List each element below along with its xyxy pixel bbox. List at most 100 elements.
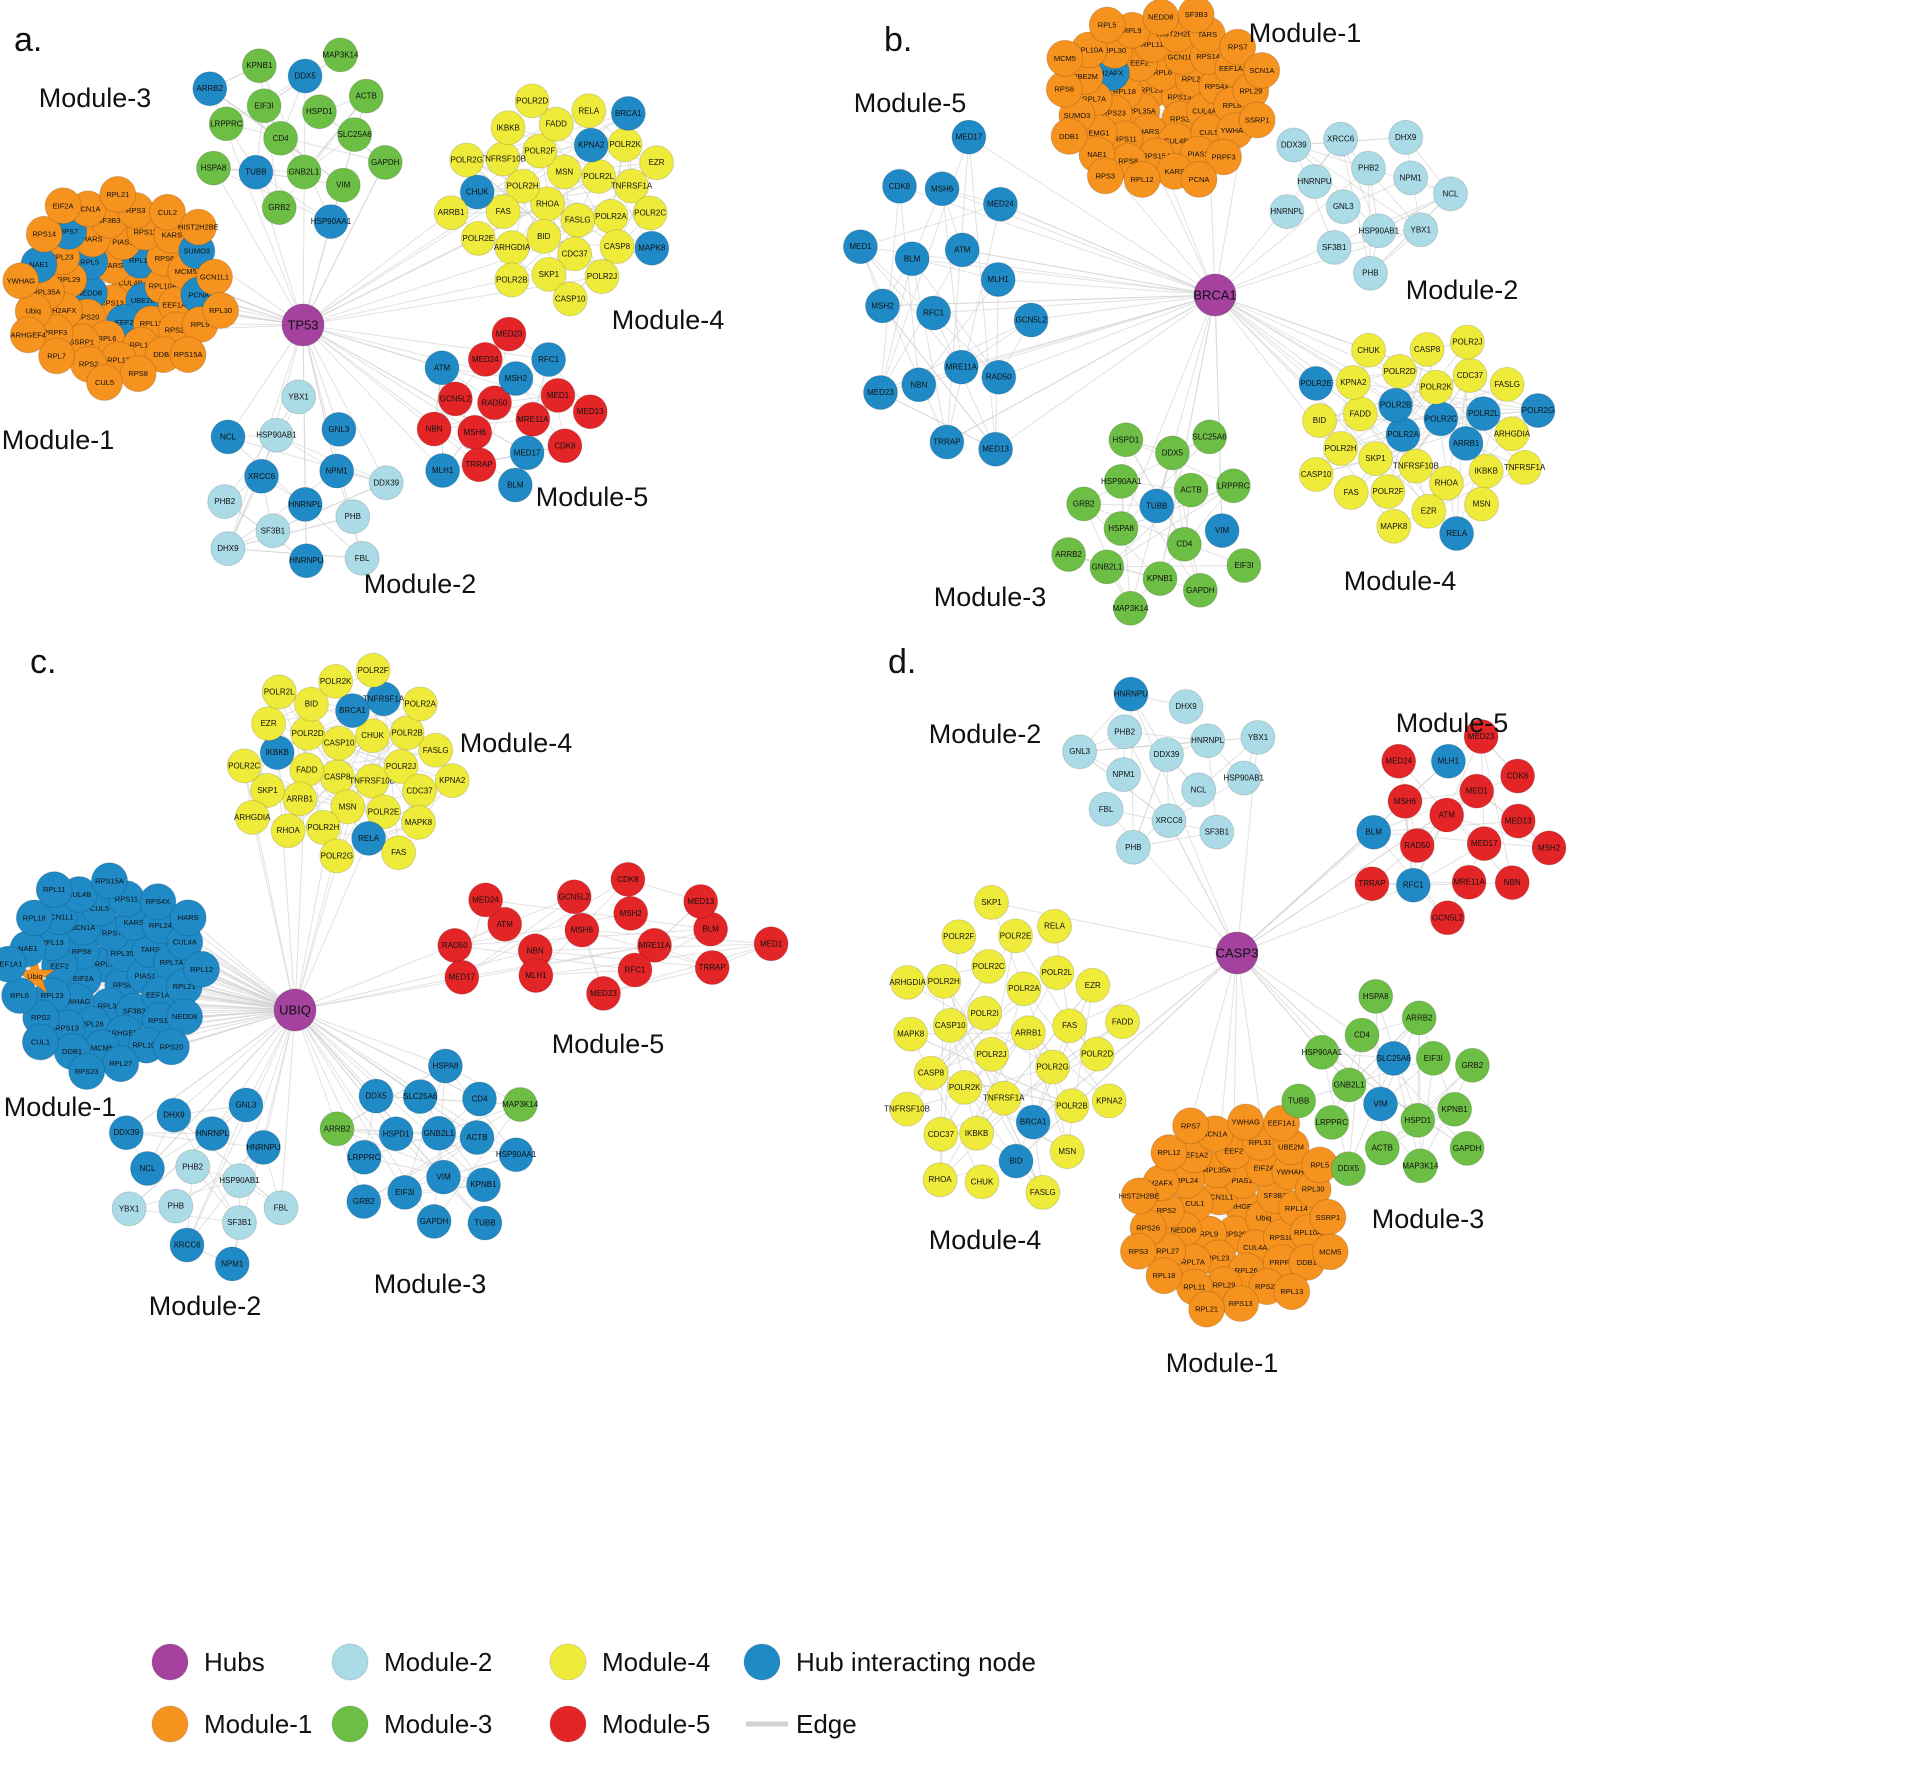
node-label: RPL35A [111,949,139,958]
node-label: UBE2M [1278,1142,1304,1151]
node [1015,1104,1051,1140]
node [91,862,128,900]
node-label: POLR2E [1300,379,1332,388]
node-label: HNRNPU [289,556,323,565]
node-label: CHUK [466,187,489,196]
node-label: YBX1 [1248,733,1269,742]
node-label: POLR2J [976,1050,1006,1059]
node [381,835,417,871]
node [586,975,621,1011]
node [1089,549,1125,585]
node [261,674,297,710]
node-label: PHB2 [182,1162,203,1171]
node [21,1023,59,1061]
node-label: PHB [168,1202,184,1211]
node [313,204,349,240]
node [169,899,207,937]
node-label: ARRB2 [1406,1013,1433,1022]
node-label: EZR [261,719,277,728]
node [1227,1103,1265,1141]
node [418,732,454,768]
node [208,106,244,142]
node-label: RPL14 [129,341,152,350]
node [354,763,390,799]
node-label: YWHAH [1276,1167,1304,1176]
node-label: RPL5 [80,257,99,266]
node [301,94,337,130]
node-label: CASP8 [1414,345,1441,354]
node-label: LRPPRC [1316,1118,1349,1127]
node [459,174,495,210]
node-label: HSP90AB1 [256,431,297,440]
node [1079,1036,1115,1072]
node [1358,978,1394,1014]
node-label: ARHGDIA [1494,429,1531,438]
node [0,945,27,983]
node [1086,157,1124,195]
node-label: SKP1 [981,898,1002,907]
node [916,295,951,331]
node-label: CASP8 [324,772,351,781]
node-label: YWHAG [7,276,36,285]
module-label: Module-3 [1372,1204,1485,1234]
node-label: HNRNPU [1114,690,1148,699]
node-label: PIAS2 [1188,150,1209,159]
node-label: TNFRSF1A [363,694,405,703]
node [924,171,960,207]
node-label: TNFRSF10B [480,154,526,163]
node-label: HSPD1 [383,1129,410,1138]
node-label: CD4 [472,1094,489,1103]
node [149,193,186,231]
node [943,349,979,385]
node-label: ARHGEF4 [107,1029,142,1038]
node [1500,758,1536,794]
node-label: POLR2K [949,1083,981,1092]
node [1378,387,1414,423]
node [514,83,550,119]
node-label: CD4 [273,134,290,143]
node-label: RPS2 [79,360,99,369]
node [130,1151,165,1186]
node-label: RPS8 [1118,157,1138,166]
node-label: CDC37 [562,249,589,258]
node-label: POLR2A [595,212,627,221]
node-label: SLC25A6 [403,1092,438,1101]
node-label: RPS7 [102,928,122,937]
node-label: EIF2A [53,201,74,210]
node [346,1139,382,1175]
node [1149,737,1184,773]
node-label: ATM [1439,811,1456,820]
node [518,958,554,993]
module-label: Module-5 [536,482,649,512]
node-label: KPNB1 [246,61,273,70]
node [639,145,675,181]
node-label: HSP90AA1 [1302,1048,1343,1057]
node-label: XRCC6 [1327,135,1355,144]
node-label: RPL9 [1199,1229,1218,1238]
node-label: CUL4B [118,279,142,288]
node [1466,826,1502,862]
node-label: POLR2E [463,234,495,243]
node [1415,1040,1451,1076]
node-label: MSH6 [1394,797,1417,806]
node-label: POLR2C [973,962,1005,971]
node [2,262,40,300]
node-label: PHB2 [1358,164,1379,173]
node-label: SCN1A [1202,1129,1227,1138]
node [944,232,980,268]
node [1356,814,1392,850]
module-label: Module-1 [1249,18,1362,48]
node [1430,743,1466,779]
node-label: MLH1 [432,466,454,475]
node [1051,537,1087,572]
node [1215,468,1251,504]
node [634,230,670,266]
node-label: Ubiq [25,307,40,316]
node-label: CDC37 [928,1130,955,1139]
node [1304,1034,1340,1070]
node-label: DHX9 [163,1111,185,1120]
node-label: FAS [1062,1021,1077,1030]
node [346,1184,382,1219]
node-label: RPL13 [140,319,163,328]
